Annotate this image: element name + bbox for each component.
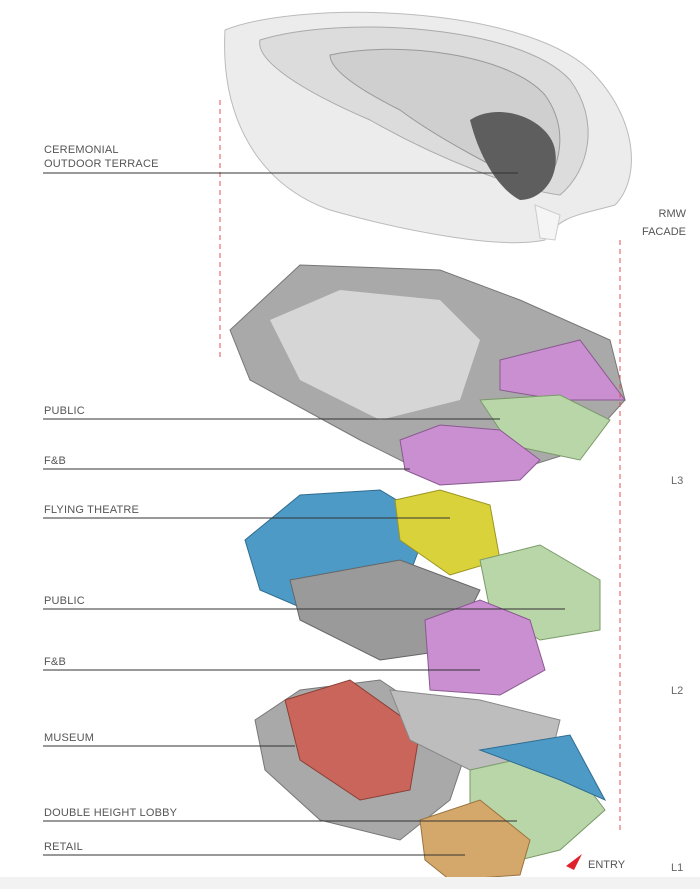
- label-rmw-facade: RMW FACADE: [640, 205, 686, 241]
- level-label-l1: L1: [671, 862, 684, 874]
- label-flying-theatre: FLYING THEATRE: [44, 504, 140, 516]
- label-ceremonial-outdoor-terrace: CEREMONIAL OUTDOOR TERRACE: [44, 143, 159, 171]
- label-line-1: RMW: [658, 208, 687, 220]
- roof-shell: [224, 11, 632, 244]
- label-museum: MUSEUM: [44, 732, 95, 744]
- leader-lines: [43, 172, 565, 856]
- label-double-height-lobby: DOUBLE HEIGHT LOBBY: [44, 807, 178, 819]
- entry-arrow-icon: [566, 854, 582, 870]
- label-line-2: OUTDOOR TERRACE: [44, 158, 159, 170]
- level-2-plan: [244, 489, 601, 696]
- label-l3-public: PUBLIC: [44, 405, 85, 417]
- label-l2-fb: F&B: [44, 656, 66, 668]
- level-1-plan: [254, 679, 607, 881]
- label-l3-fb: F&B: [44, 455, 66, 467]
- label-entry: ENTRY: [588, 859, 626, 871]
- label-line-1: CEREMONIAL: [44, 144, 119, 156]
- level-3-plan: [229, 264, 626, 486]
- footer-strip: [0, 877, 700, 889]
- level-label-l2: L2: [671, 685, 684, 697]
- label-line-2: FACADE: [641, 226, 686, 238]
- level-label-l3: L3: [671, 475, 684, 487]
- label-retail: RETAIL: [44, 841, 83, 853]
- label-l2-public: PUBLIC: [44, 595, 85, 607]
